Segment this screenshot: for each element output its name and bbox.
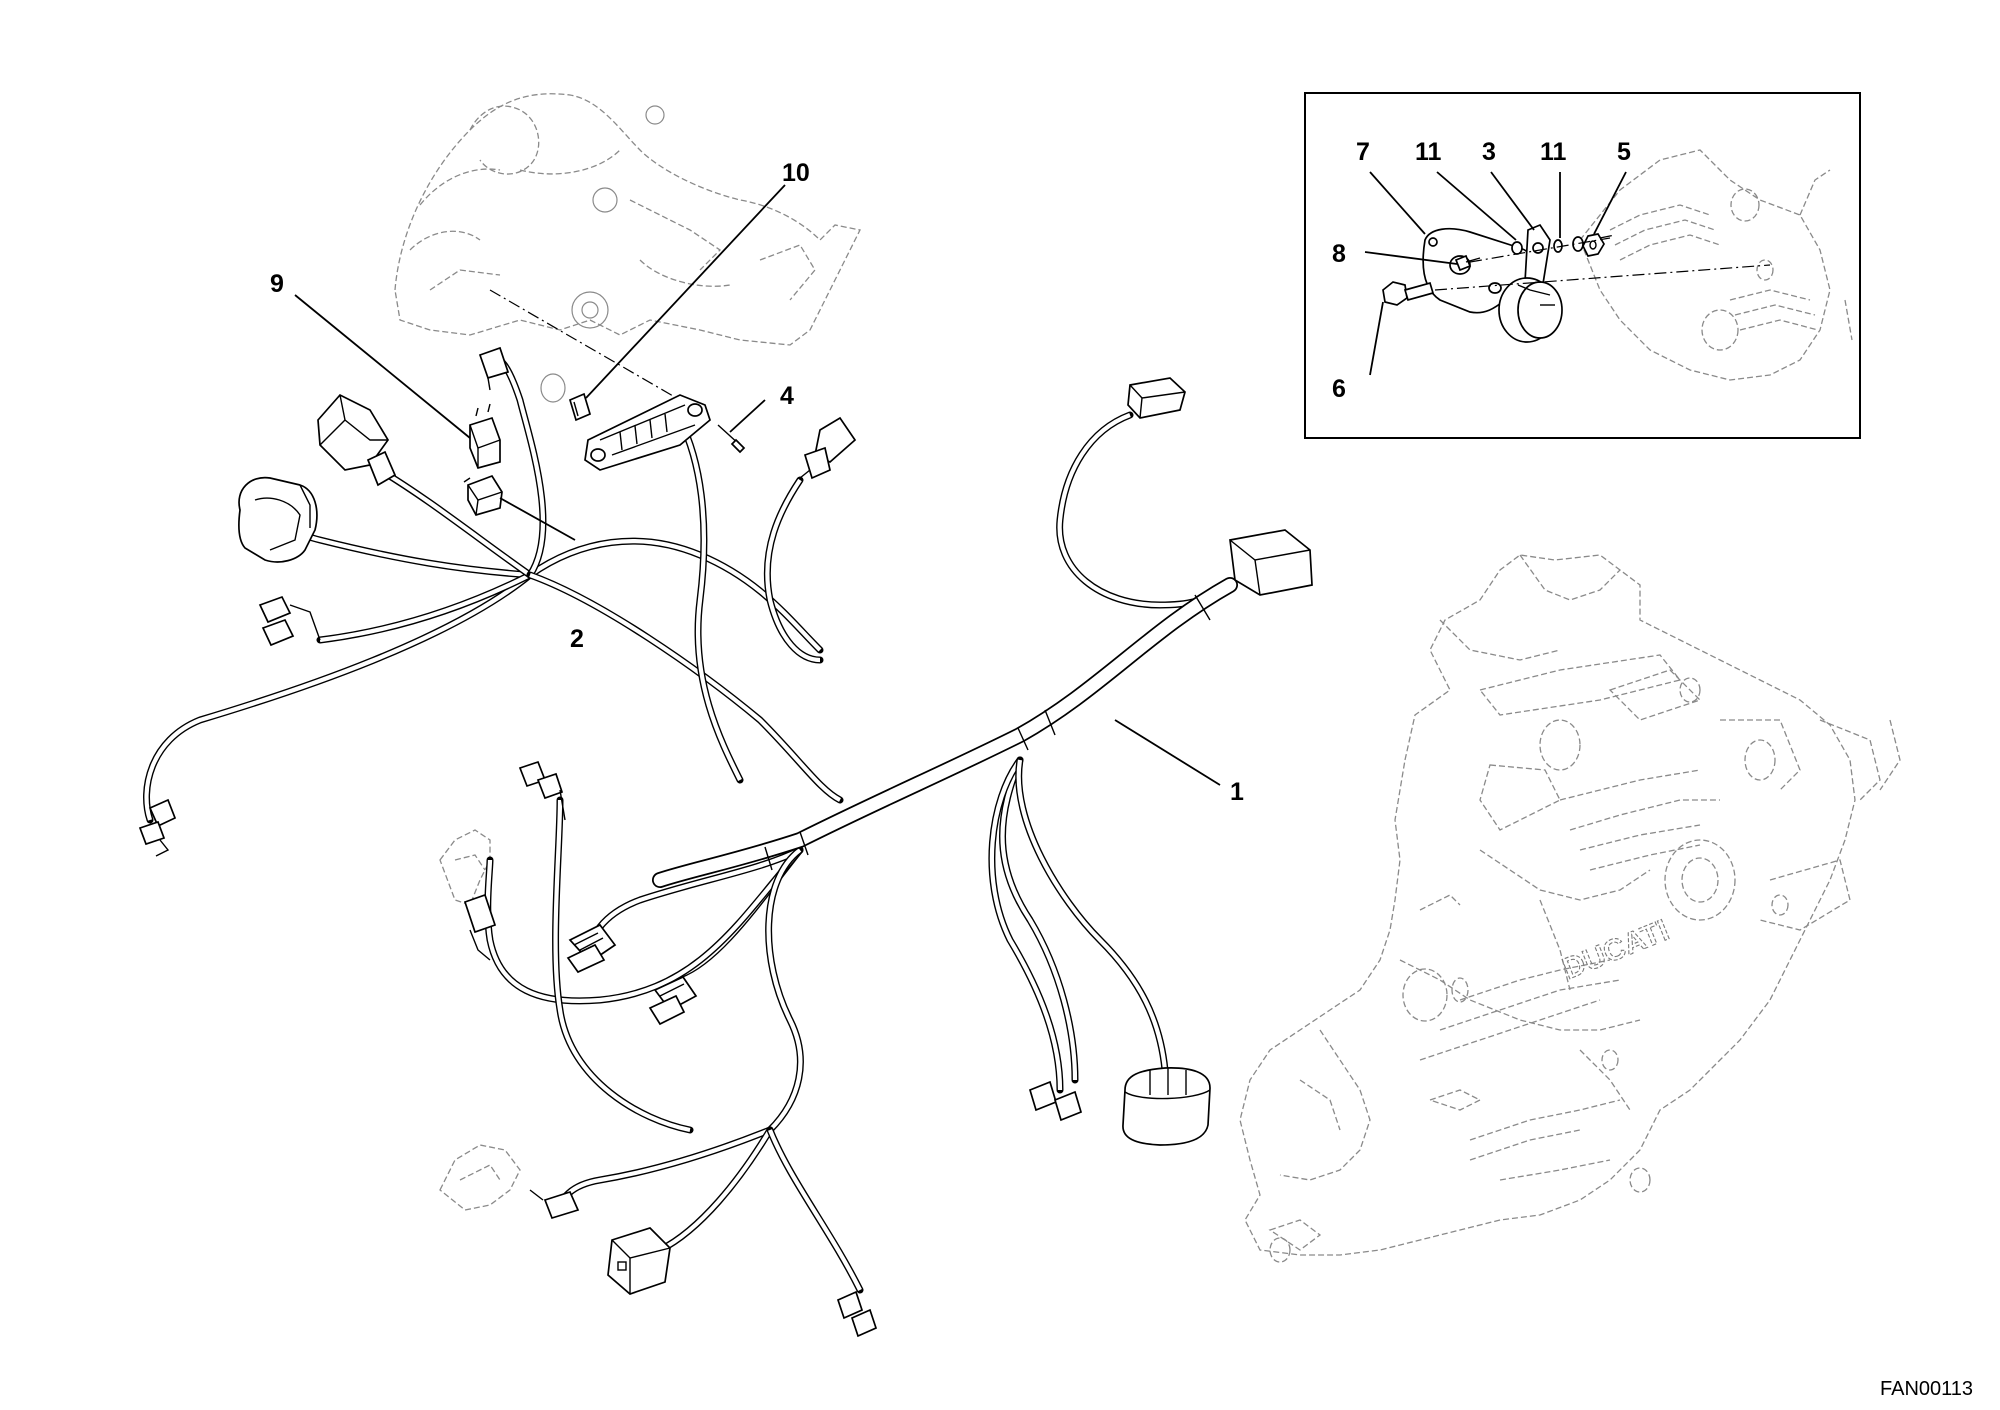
inset-callout-7: 7: [1356, 138, 1370, 166]
connector-bottom-small: [529, 1189, 580, 1220]
inset-callout-numbers: 7 11 3 11 5 8 6: [1332, 138, 1631, 403]
inset-callout-11b: 11: [1540, 138, 1567, 166]
inset-callout-3: 3: [1482, 138, 1496, 166]
callout-2: 2: [570, 625, 584, 653]
inset-axis-nut: [1599, 234, 1616, 239]
inset-axis-upper: [1469, 237, 1611, 263]
callout-numbers: 9 10 4 2 1: [270, 159, 1244, 806]
connector-bracket-mid-left: [463, 893, 497, 961]
connector-bottom-pins: [836, 1290, 878, 1338]
inset-callout-8: 8: [1332, 240, 1346, 268]
inset-callout-6: 6: [1332, 375, 1346, 403]
inset-screw-small: [1454, 254, 1481, 272]
connector-flat-lower: [648, 975, 698, 1026]
inset-washers: [1511, 236, 1584, 255]
callout-4: 4: [780, 382, 794, 410]
harness-trunk: [652, 577, 1238, 888]
connector-bullet-center: [799, 416, 857, 480]
screw: [717, 424, 746, 454]
leader-lines: [294, 184, 1221, 786]
connector-top-right: [1127, 377, 1186, 419]
connector-round-right: [1122, 1067, 1211, 1146]
drawing-code: FAN00113: [1880, 1378, 1973, 1400]
main-connector-box: [1229, 529, 1313, 596]
callout-9: 9: [270, 270, 284, 298]
inset-ghost-frame: [1579, 149, 1853, 381]
main-harness-connectors: [138, 346, 1313, 1338]
inset-nut: [1582, 233, 1605, 257]
inset-bolt: [1382, 281, 1435, 306]
ghost-small-parts: [439, 829, 1461, 1211]
main-harness: [138, 346, 1313, 1338]
relay: [469, 403, 501, 470]
inset-frame: [1304, 92, 1861, 439]
connector-twin-pins-mid: [518, 760, 566, 821]
callout-1: 1: [1230, 778, 1244, 806]
inset-leaders: [1364, 171, 1627, 376]
inset-horn-assembly: 7 11 3 11 5 8 6: [1304, 92, 1861, 439]
connector-right-pins: [1028, 1080, 1083, 1122]
callout-10: 10: [782, 159, 810, 187]
connector-relay-wire-end: [478, 346, 510, 391]
harness-wires: [143, 354, 1219, 1294]
fuse: [568, 392, 592, 422]
inset-axis-lower: [1434, 264, 1771, 291]
inset-callout-5: 5: [1617, 138, 1631, 166]
connector-hook-far-left: [138, 798, 177, 857]
inset-horn: [1498, 277, 1563, 343]
connector-twin-pins-left: [258, 595, 321, 647]
connector-upper-left-multi: [317, 393, 397, 487]
ghost-frame-upper: [394, 93, 861, 403]
connector-bottom-square: [607, 1227, 671, 1295]
ghost-engine-block: DUCATI: [1239, 554, 1901, 1263]
fuse-box: [584, 394, 711, 471]
connector-flat-mid: [566, 923, 617, 974]
inset-callout-11a: 11: [1415, 138, 1442, 166]
ducati-emblem: DUCATI: [1558, 914, 1673, 986]
connector-round-left: [238, 476, 318, 563]
relay-socket: [463, 474, 503, 517]
